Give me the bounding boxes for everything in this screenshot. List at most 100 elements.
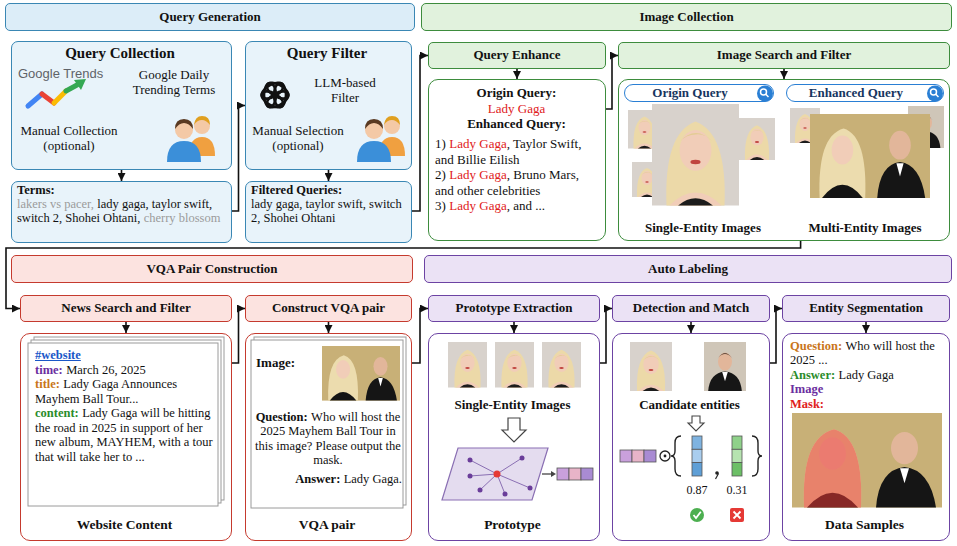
step-label: Entity Segmentation	[782, 295, 950, 322]
detection-figure	[620, 450, 632, 462]
node-text: News Search and Filter	[61, 300, 190, 315]
prototype-figure	[470, 458, 530, 494]
text-line: Filtered Queries:	[251, 183, 406, 197]
flow-arrow	[125, 322, 127, 333]
text-group: #websitetime:March 26, 2025title:Lady Ga…	[35, 348, 215, 464]
node-text: Lady Gaga.	[344, 472, 402, 486]
text-line: 0.31	[719, 484, 755, 498]
segmentation-photo	[792, 413, 942, 508]
prototype-figure	[494, 471, 501, 478]
prototype-figure	[581, 468, 593, 480]
node-text: 1)	[435, 136, 446, 151]
prototype-figure	[557, 468, 593, 480]
node-text: Website Content	[77, 517, 173, 532]
text-line: Data Samples	[783, 517, 946, 533]
prototype-figure	[468, 458, 473, 463]
step-label: News Search and Filter	[20, 295, 232, 322]
node-text: Image	[790, 382, 823, 396]
detection-figure	[620, 450, 656, 462]
node-text: Mask:	[790, 397, 824, 411]
trends-icon	[66, 85, 77, 91]
content-panel: Candidate entities0.870.31	[612, 333, 770, 541]
node-text: lakers vs pacer,	[17, 197, 94, 211]
text-group: Entity Segmentation	[809, 301, 923, 316]
node-text: Query Enhance	[473, 47, 560, 62]
people-icons	[167, 116, 215, 162]
prototype-figure	[569, 468, 581, 480]
trends-icon	[54, 91, 66, 103]
text-line: Enhanced Query	[809, 86, 903, 101]
text-group: Terms:lakers vs pacer,lady gaga, taylor …	[17, 183, 225, 225]
node-text: VQA Pair Construction	[146, 261, 277, 276]
flow-arrow	[513, 322, 515, 333]
text-line: Manual Collection (optional)	[14, 124, 124, 154]
node-text: VQA pair	[299, 517, 356, 532]
text-line: Manual Selection (optional)	[248, 124, 348, 154]
text-group: Query Enhance	[473, 48, 560, 63]
node-text: Query Filter	[287, 45, 367, 61]
text-line: Construct VQA pair	[272, 301, 385, 316]
detection-figure	[732, 463, 742, 476]
text-group: Origin Query	[652, 86, 727, 101]
section-header: Image Collection	[421, 3, 952, 31]
text-group: Filtered Queries:lady gaga, taylor swift…	[251, 183, 406, 225]
flow-arrow	[232, 309, 245, 364]
vqa-photo	[322, 346, 400, 401]
detection-figure	[692, 436, 702, 449]
text-line: 1)Lady Gaga, Taylor Swift, and Billie Ei…	[435, 136, 599, 167]
flow-arrow	[121, 170, 123, 181]
text-line: Answer:Lady Gaga	[790, 368, 944, 382]
node-text: March 26, 2025	[66, 363, 146, 377]
text-group: Detection and Match	[633, 301, 749, 316]
node-text: Lady Gaga	[449, 136, 506, 151]
flow-arrow	[328, 322, 330, 333]
text-group: VQA Pair Construction	[146, 262, 277, 277]
text-group: Question:Who will host the 2025 Mayhem B…	[254, 410, 402, 468]
detection-figure	[732, 449, 742, 462]
trends-icon	[28, 94, 42, 106]
process-box: Terms:lakers vs pacer,lady gaga, taylor …	[11, 181, 232, 243]
node-text: Answer:	[790, 368, 835, 382]
single-entity-photos	[652, 104, 739, 206]
prototype-figure	[480, 474, 497, 490]
node-text: Google Trends	[18, 66, 103, 81]
text-group: Data Samples	[783, 517, 946, 533]
search-icon	[757, 86, 773, 102]
node-text: Single-Entity Images	[455, 397, 571, 412]
web-page	[28, 343, 218, 506]
text-group: Query Filter	[246, 45, 408, 62]
text-line: Origin Query:	[434, 85, 599, 101]
node-text: Enhanced Query	[809, 85, 903, 100]
text-group: Image Search and Filter	[717, 48, 851, 63]
detection-figure	[730, 508, 744, 522]
text-line: Query Filter	[246, 45, 408, 62]
segmentation-photo	[792, 413, 942, 508]
text-group: Query Generation	[159, 10, 260, 25]
node-text: Single-Entity Images	[645, 220, 761, 235]
prototype-figure	[528, 486, 533, 491]
flow-arrow	[865, 322, 867, 333]
flow-arrow	[770, 309, 782, 364]
box-fill	[245, 41, 412, 170]
node-text: , and ...	[507, 198, 545, 213]
text-line: Google Trends	[18, 67, 118, 82]
text-line: Answer:Lady Gaga.	[254, 472, 402, 486]
flow-arrow	[412, 56, 428, 212]
text-group: Question:Who will host the 2025 ...Answe…	[790, 339, 944, 411]
process-box: Query FilterLLM-based FilterManual Selec…	[245, 41, 412, 170]
text-group: Google Trends	[18, 67, 118, 82]
text-line: Question:Who will host the 2025 Mayhem B…	[254, 410, 402, 468]
node-text: Filtered Queries:	[251, 183, 342, 197]
text-line: LLM-based Filter	[302, 76, 388, 106]
text-group: Single-Entity Images	[623, 221, 783, 236]
openai-logo	[264, 79, 291, 101]
box-fill	[11, 41, 412, 170]
detection-figure	[752, 436, 762, 476]
flow-arrow	[600, 309, 612, 364]
node-text: Construct VQA pair	[272, 300, 385, 315]
prototype-figure	[520, 456, 525, 461]
openai-logo	[259, 79, 291, 110]
text-line: Mask:	[790, 397, 944, 411]
content-panel: Question:Who will host the 2025 ...Answe…	[782, 333, 950, 541]
text-line: Detection and Match	[633, 301, 749, 316]
